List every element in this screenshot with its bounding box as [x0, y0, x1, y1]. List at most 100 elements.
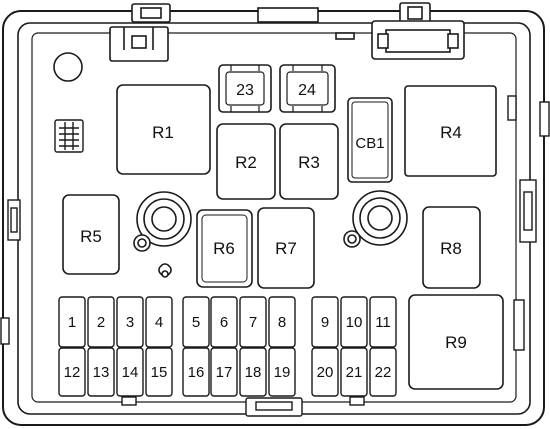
fuse-12-label: 12 — [64, 364, 81, 381]
relay-r3: R3 — [279, 123, 339, 200]
fuse-15-label: 15 — [151, 364, 168, 381]
relay-r8-label: R8 — [440, 239, 462, 258]
connector-left-tab — [131, 35, 147, 49]
fuse-5-label: 5 — [192, 314, 200, 331]
diode-block — [54, 119, 84, 153]
fuse-1: 1 — [58, 296, 86, 348]
bottom-latch-inner — [255, 401, 293, 411]
relay-r1-body — [116, 84, 211, 175]
relay-r1-label: R1 — [152, 123, 174, 142]
relay-r7-label: R7 — [275, 239, 297, 258]
fuse-14-label: 14 — [122, 364, 139, 381]
relay-r8: R8 — [422, 206, 481, 289]
side-clips — [0, 95, 550, 351]
fuse-2-label: 2 — [97, 314, 105, 331]
fuse-13-label: 13 — [93, 364, 110, 381]
fuse-7: 7 — [239, 296, 267, 348]
fuse-row-1: 1 2 3 4 5 6 7 8 9 10 11 — [58, 296, 397, 348]
mounting-hole — [53, 52, 83, 82]
relay-r4-label: R4 — [440, 123, 462, 142]
fuse-21-label: 21 — [346, 364, 363, 381]
relay-r2: R2 — [216, 123, 276, 200]
small-slot-top — [335, 32, 355, 40]
connector-right-top-inner — [407, 6, 423, 20]
fuse-16-label: 16 — [188, 364, 205, 381]
fuse-14: 14 — [116, 347, 144, 397]
fuse-19: 19 — [268, 347, 296, 397]
relay-r7: R7 — [257, 207, 315, 289]
fuse-10-label: 10 — [346, 314, 363, 331]
bottom-slot — [349, 396, 365, 406]
fuse-6-label: 6 — [220, 314, 228, 331]
fuse-23-notch — [230, 65, 260, 112]
fuse-9: 9 — [311, 296, 339, 348]
fuse-11-label: 11 — [375, 314, 391, 331]
relay-r5-body — [62, 194, 120, 275]
fuse-20: 20 — [311, 347, 339, 397]
relay-r3-body — [279, 123, 339, 200]
fuse-3-label: 3 — [126, 314, 134, 331]
locator-pin — [158, 263, 172, 278]
connector-right-inner — [385, 29, 451, 53]
fuse-23-label: 23 — [236, 82, 254, 99]
top-notch-mid — [257, 7, 319, 23]
fuse-13: 13 — [87, 347, 115, 397]
fuse-15: 15 — [145, 347, 173, 397]
fuse-3: 3 — [116, 296, 144, 348]
fuse-2: 2 — [87, 296, 115, 348]
side-clip-left-inner — [10, 207, 18, 233]
fuse-17: 17 — [210, 347, 238, 397]
side-clip-right-top — [539, 101, 550, 137]
relay-r5-label: R5 — [80, 227, 102, 246]
fuse-17-label: 17 — [216, 364, 233, 381]
relay-r9-label: R9 — [445, 333, 467, 352]
fuse-18: 18 — [239, 347, 267, 397]
relay-r6-label: R6 — [213, 239, 235, 258]
fuse-22: 22 — [369, 347, 397, 397]
relay-r8-body — [422, 206, 481, 289]
fuse-22-label: 22 — [375, 364, 392, 381]
bolt-stud-right — [343, 190, 408, 248]
relay-r6-inner — [201, 214, 248, 283]
relay-r2-body — [216, 123, 276, 200]
fuse-10: 10 — [340, 296, 368, 348]
large-fuses: 23 24 — [218, 64, 336, 113]
fuse-8-label: 8 — [278, 314, 286, 331]
fuse-row-2: 12 13 14 15 16 17 18 19 20 21 22 — [58, 347, 397, 397]
relay-r2-label: R2 — [235, 153, 257, 172]
side-clip-left-low — [0, 317, 10, 345]
top-clip-left-inner — [140, 7, 162, 19]
bottom-details — [121, 396, 365, 417]
connector-right-tab — [377, 33, 389, 49]
fuse-7-label: 7 — [249, 314, 257, 331]
relay-r3-label: R3 — [298, 153, 320, 172]
fuse-12: 12 — [58, 347, 86, 397]
top-connectors — [109, 2, 465, 62]
bolt-studs — [133, 190, 408, 278]
fuse-23: 23 — [218, 64, 272, 113]
side-tab-right-low — [513, 299, 525, 351]
fuse-23-inner — [225, 71, 265, 106]
fuse-4: 4 — [145, 296, 173, 348]
connector-right-tab — [447, 33, 459, 49]
breaker-cb1-inner — [351, 101, 389, 179]
fuse-24-notch — [292, 65, 323, 112]
fuse-19-label: 19 — [274, 364, 291, 381]
fuse-1-label: 1 — [68, 314, 76, 331]
fuse-11: 11 — [369, 296, 397, 348]
fuse-24: 24 — [279, 64, 336, 113]
relay-r5: R5 — [62, 194, 120, 275]
side-clip-right-inner — [523, 191, 533, 231]
fuse-4-label: 4 — [155, 314, 163, 331]
relay-r4-body — [404, 85, 497, 177]
bottom-slot — [121, 396, 137, 406]
relay-r9-body — [408, 294, 504, 390]
fuse-9-label: 9 — [321, 314, 329, 331]
fuse-24-inner — [286, 71, 329, 106]
relay-r4: R4 — [404, 85, 497, 177]
side-tab-right — [507, 95, 517, 121]
fuse-5: 5 — [182, 296, 210, 348]
relay-r1: R1 — [116, 84, 211, 175]
fuse-24-label: 24 — [298, 82, 316, 99]
